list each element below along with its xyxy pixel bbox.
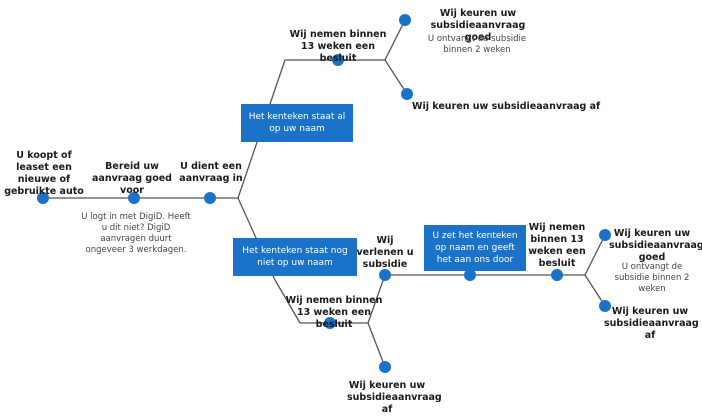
note-final-approve: U ontvangt de subsidie binnen 2 weken — [614, 262, 690, 294]
node-final-decision — [551, 269, 563, 281]
final-reject-line — [584, 274, 606, 307]
label-start: U koopt of leaset een nieuwe of gebruikt… — [4, 150, 84, 197]
label-lower-reject: Wij keuren uw subsidieaanvraag af — [347, 380, 442, 415]
box-upper-text: Het kenteken staat al op uw naam — [248, 112, 346, 134]
label-upper-decision: Wij nemen binnen 13 weken een besluit — [289, 29, 387, 64]
box-lower-text: Het kenteken staat nog niet op uw naam — [242, 246, 348, 268]
node-lower-reject — [379, 361, 391, 373]
label-lower-grant: Wij verlenen u subsidie — [356, 235, 414, 270]
label-final-reject: Wij keuren uw subsidieaanvraag af — [604, 306, 699, 341]
note-prepare: U logt in met DigiD. Heeft u dit niet? D… — [81, 212, 191, 255]
lower-diagonal-line — [274, 279, 301, 324]
node-upper-approve — [399, 14, 411, 26]
label-upper-reject: Wij keuren uw subsidieaanvraag af — [412, 101, 601, 112]
label-prepare: Bereid uw aanvraag goed voor — [92, 161, 172, 196]
node-upper-reject — [401, 88, 413, 100]
label-final-approve: Wij keuren uw subsidieaanvraag goed — [609, 228, 702, 263]
node-final-approve — [599, 229, 611, 241]
node-lower-grant — [379, 269, 391, 281]
label-upper-approve: Wij keuren uw subsidieaanvraag goed — [430, 8, 526, 43]
node-prepare — [128, 192, 140, 204]
note-upper-approve: U ontvangt de subsidie binnen 2 weken — [427, 34, 527, 55]
upper-approve-line — [384, 19, 406, 61]
lower-grant-line — [367, 274, 386, 324]
upper-reject-line — [384, 59, 408, 95]
label-final-decision: Wij nemen binnen 13 weken een besluit — [528, 222, 586, 269]
box-kenteken-nog-niet-op-naam: Het kenteken staat nog niet op uw naam — [233, 238, 357, 276]
nodes — [37, 14, 611, 373]
node-upper-decision — [332, 54, 344, 66]
final-approve-line — [584, 234, 606, 276]
lower-reject-line — [367, 322, 386, 368]
box-kenteken-op-naam-zetten: U zet het kenteken op naam en geeft het … — [424, 225, 526, 271]
node-final-reject — [599, 300, 611, 312]
node-transfer — [464, 269, 476, 281]
node-start — [37, 192, 49, 204]
node-lower-decision — [324, 317, 336, 329]
box-transfer-text: U zet het kenteken op naam en geeft het … — [432, 231, 518, 265]
box-kenteken-al-op-naam: Het kenteken staat al op uw naam — [241, 104, 353, 142]
node-submit — [204, 192, 216, 204]
label-lower-decision: Wij nemen binnen 13 weken een besluit — [285, 295, 383, 330]
label-submit: U dient een aanvraag in — [179, 161, 243, 184]
